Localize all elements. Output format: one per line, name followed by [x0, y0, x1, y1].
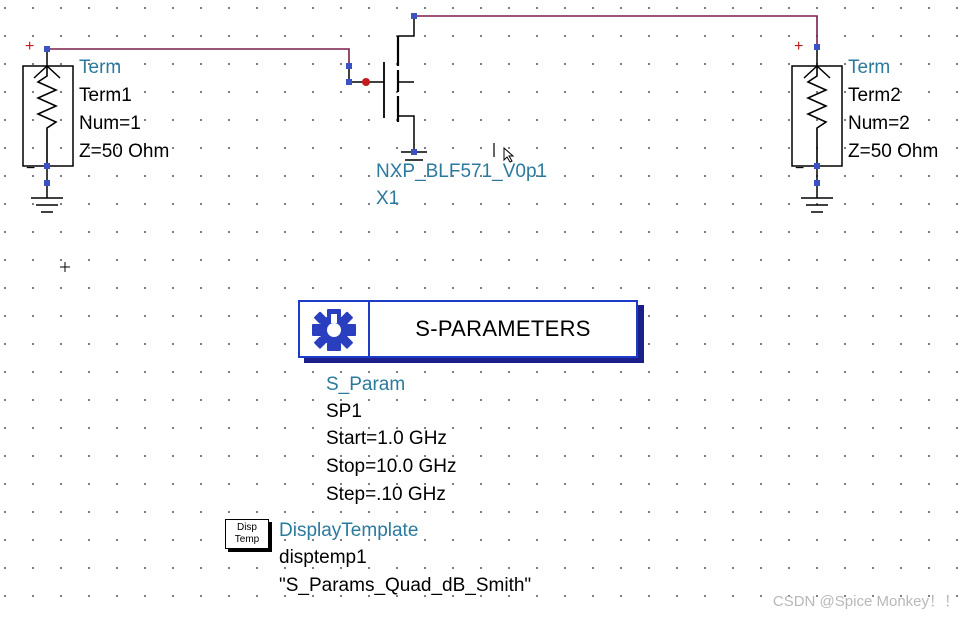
- display-template-icon[interactable]: Disp Temp: [225, 519, 269, 549]
- term2-plus-sign: +: [794, 38, 804, 55]
- sparam-start-label: Start=1.0 GHz: [326, 428, 447, 449]
- term2-symbol[interactable]: [791, 44, 843, 213]
- sparameters-title: S-PARAMETERS: [415, 316, 591, 341]
- term1-plus-sign: +: [25, 38, 35, 55]
- term2-type-label: Term: [848, 57, 891, 78]
- sparam-type-label: S_Param: [326, 374, 406, 395]
- sparam-name-label: SP1: [326, 401, 362, 422]
- term2-impedance-label: Z=50 Ohm: [848, 141, 939, 162]
- wire-drain-to-term2: [414, 15, 818, 47]
- term1-type-label: Term: [79, 57, 122, 78]
- transistor-x1-symbol[interactable]: [346, 13, 427, 161]
- sparam-stop-label: Stop=10.0 GHz: [326, 456, 457, 477]
- term2-num-label: Num=2: [848, 113, 910, 134]
- gear-icon: [312, 309, 356, 351]
- display-template-type-label: DisplayTemplate: [279, 520, 419, 541]
- term1-num-label: Num=1: [79, 113, 141, 134]
- term1-impedance-label: Z=50 Ohm: [79, 141, 170, 162]
- sparameters-icon-cell: [300, 302, 370, 356]
- display-template-name-label: disptemp1: [279, 547, 367, 568]
- transistor-model-label: NXP_BLF571_V0p1: [376, 161, 548, 182]
- term2-name-label: Term2: [848, 85, 901, 106]
- term1-minus-sign: −: [26, 160, 36, 177]
- display-template-icon-line2: Temp: [234, 534, 260, 545]
- term1-name-label: Term1: [79, 85, 132, 106]
- origin-marker: [60, 262, 70, 272]
- term2-minus-sign: −: [795, 160, 805, 177]
- wire-term1-to-gate: [47, 48, 350, 66]
- display-template-icon-line1: Disp: [236, 522, 257, 533]
- term1-symbol[interactable]: [22, 46, 74, 213]
- display-template-value-label: "S_Params_Quad_dB_Smith": [279, 575, 532, 596]
- sparam-step-label: Step=.10 GHz: [326, 484, 446, 505]
- watermark: CSDN @Spice Monkey！！: [772, 593, 959, 610]
- sparameters-controller[interactable]: S-PARAMETERS: [298, 300, 638, 358]
- text-cursor-icon: [493, 143, 515, 163]
- transistor-instance-label: X1: [376, 188, 400, 209]
